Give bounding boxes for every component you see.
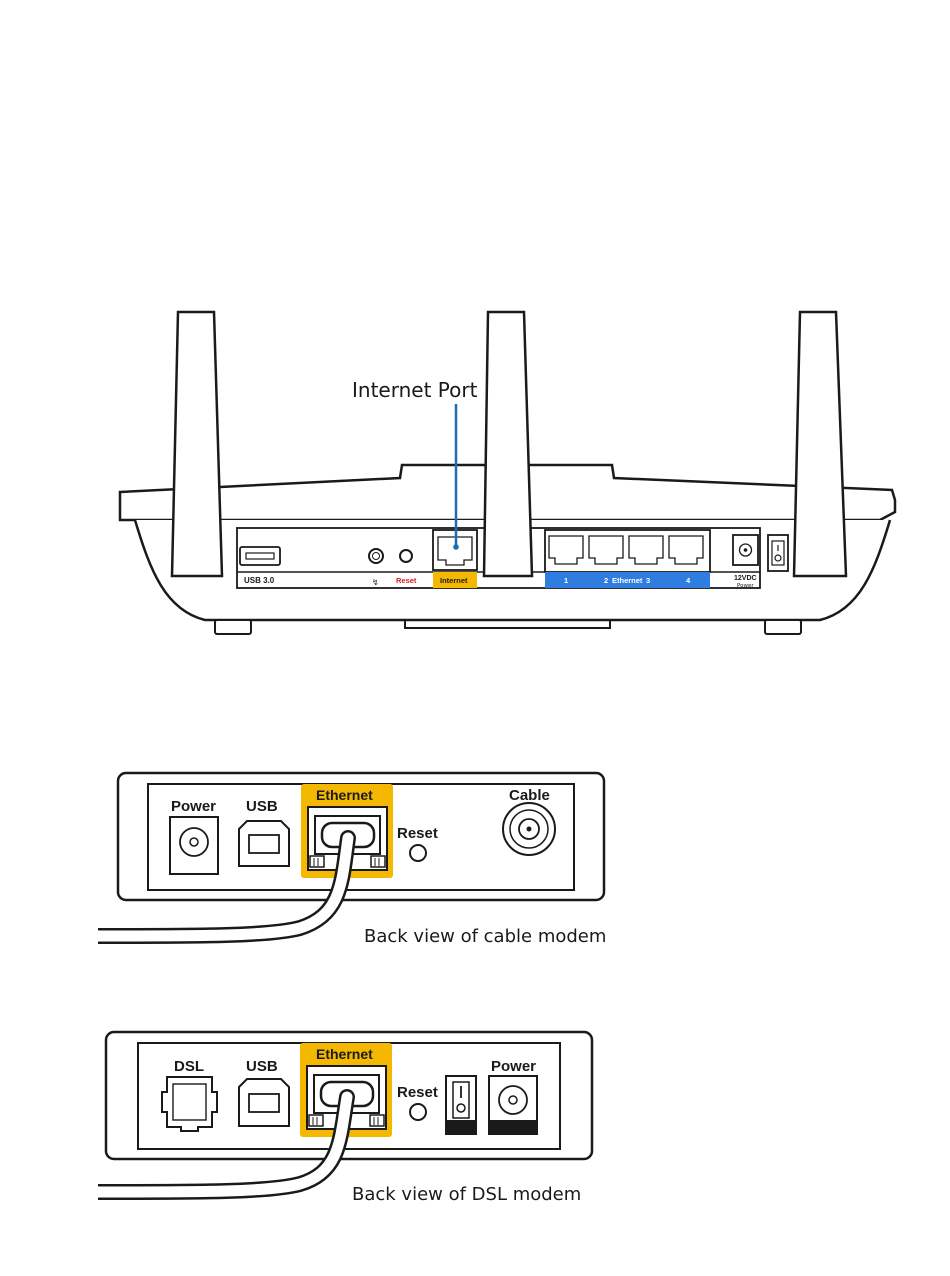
dsl-power-label: Power: [491, 1058, 536, 1075]
cable-power-label: Power: [171, 798, 216, 815]
reset-label: Reset: [396, 576, 417, 585]
cable-modem-caption: Back view of cable modem: [364, 926, 606, 947]
router-foot-left: [215, 620, 251, 634]
power-label: 12VDC: [734, 575, 757, 582]
dsl-reset-label: Reset: [397, 1084, 438, 1101]
internet-port-callout: Internet Port: [352, 378, 478, 402]
dsl-port-label: DSL: [174, 1058, 204, 1075]
dsl-usb-label: USB: [246, 1058, 278, 1075]
wps-icon: ↯: [372, 578, 379, 587]
dsl-ethernet-label: Ethernet: [316, 1046, 373, 1062]
cable-usb-label: USB: [246, 798, 278, 815]
dsl-usb-port: [239, 1079, 289, 1126]
cable-ethernet-label: Ethernet: [316, 787, 373, 803]
ethernet-label: Ethernet: [612, 576, 643, 585]
ethernet-port-2: 2: [604, 576, 608, 585]
cable-modem-back-view: Power USB Ethernet Reset Cable: [86, 773, 606, 952]
reset-button: [400, 550, 412, 562]
usb-label: USB 3.0: [244, 576, 275, 585]
cable-reset-button: [410, 845, 426, 861]
ethernet-ports: [545, 530, 710, 572]
power-sublabel: Power: [737, 583, 754, 589]
cable-coax-label: Cable: [509, 787, 550, 804]
antenna-center: [484, 312, 532, 576]
antenna-right: [794, 312, 846, 576]
cable-usb-port: [239, 821, 289, 866]
cable-reset-label: Reset: [397, 825, 438, 842]
internet-label: Internet: [440, 576, 468, 585]
antenna-left: [172, 312, 222, 576]
ethernet-port-3: 3: [646, 576, 650, 585]
router-foot-right: [765, 620, 801, 634]
router-back-view: USB 3.0 ↯ Reset Internet 1 2 Ethernet 3 …: [120, 312, 895, 634]
dsl-reset-button: [410, 1104, 426, 1120]
wps-button: [369, 549, 383, 563]
ethernet-port-1: 1: [564, 576, 568, 585]
dsl-modem-back-view: DSL USB Ethernet Reset Power: [86, 1032, 592, 1208]
dsl-port: [162, 1077, 217, 1131]
dsl-modem-caption: Back view of DSL modem: [352, 1184, 581, 1205]
